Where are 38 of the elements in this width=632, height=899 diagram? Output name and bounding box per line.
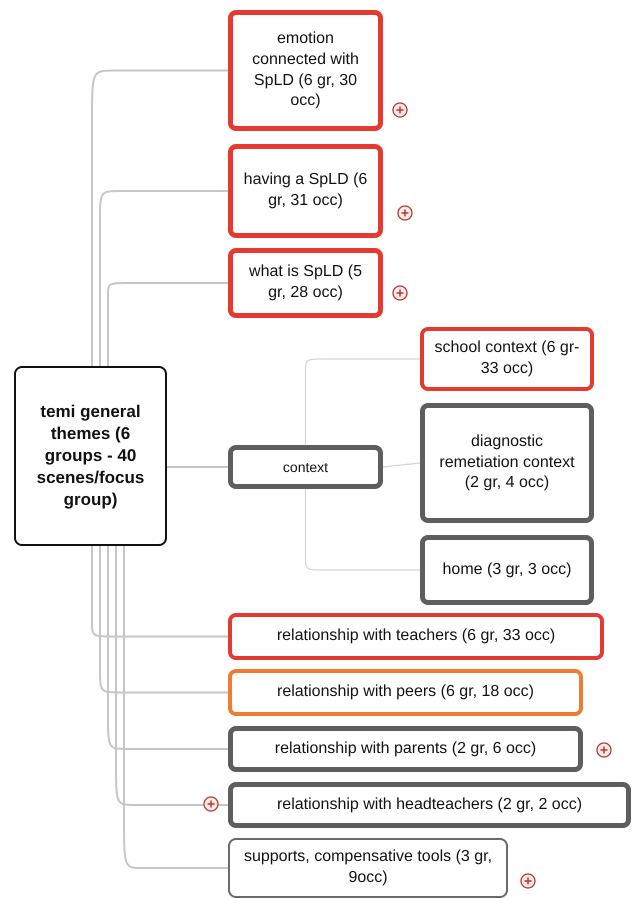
topic-box xyxy=(228,669,583,716)
topic-label: relationship with parents (2 gr, 6 occ) xyxy=(274,738,536,759)
topic-label: context xyxy=(282,458,328,476)
connector-line xyxy=(304,358,420,445)
topic-label: having a SpLD (6 gr, 31 occ) xyxy=(242,170,368,211)
topic-box xyxy=(228,782,631,828)
connector-line xyxy=(304,489,420,571)
connector-line xyxy=(382,462,420,468)
topic-box xyxy=(420,327,594,391)
connector-line xyxy=(107,546,228,750)
topic-box xyxy=(228,445,383,489)
topic-label: home (3 gr, 3 occ) xyxy=(442,560,572,580)
topic-box xyxy=(228,10,383,131)
connector-line xyxy=(115,546,228,806)
topic-box xyxy=(228,248,383,318)
connector-line xyxy=(91,546,228,638)
connector-line xyxy=(107,282,228,366)
topic-box xyxy=(420,535,594,605)
topic-label: supports, compensative tools (3 gr, 9occ) xyxy=(242,847,494,888)
connector-line xyxy=(123,546,228,869)
topic-label: diagnostic remetiation context (2 gr, 4 occ) xyxy=(438,432,576,494)
topic-label: relationship with headteachers (2 gr, 2 occ) xyxy=(276,794,582,815)
topic-box xyxy=(420,403,594,523)
connector-line xyxy=(99,190,228,366)
topic-label: what is SpLD (5 gr, 28 occ) xyxy=(248,262,363,303)
topic-box xyxy=(228,613,604,660)
topic-box xyxy=(228,144,383,238)
connector-line xyxy=(99,546,228,694)
topic-label: relationship with teachers (6 gr, 33 occ) xyxy=(276,626,556,646)
topic-label: relationship with peers (6 gr, 18 occ) xyxy=(276,682,534,702)
topic-box xyxy=(228,726,583,772)
topic-box xyxy=(228,838,508,898)
connector-line xyxy=(91,70,228,366)
topic-label: school context (6 gr- 33 occ) xyxy=(434,338,580,379)
topic-label: temi general themes (6 groups - 40 scenes/focus group) xyxy=(36,400,146,512)
central-topic-box xyxy=(14,366,167,546)
connector-line xyxy=(167,466,228,468)
topic-label: emotion connected with SpLD (6 gr, 30 occ) xyxy=(251,28,360,112)
